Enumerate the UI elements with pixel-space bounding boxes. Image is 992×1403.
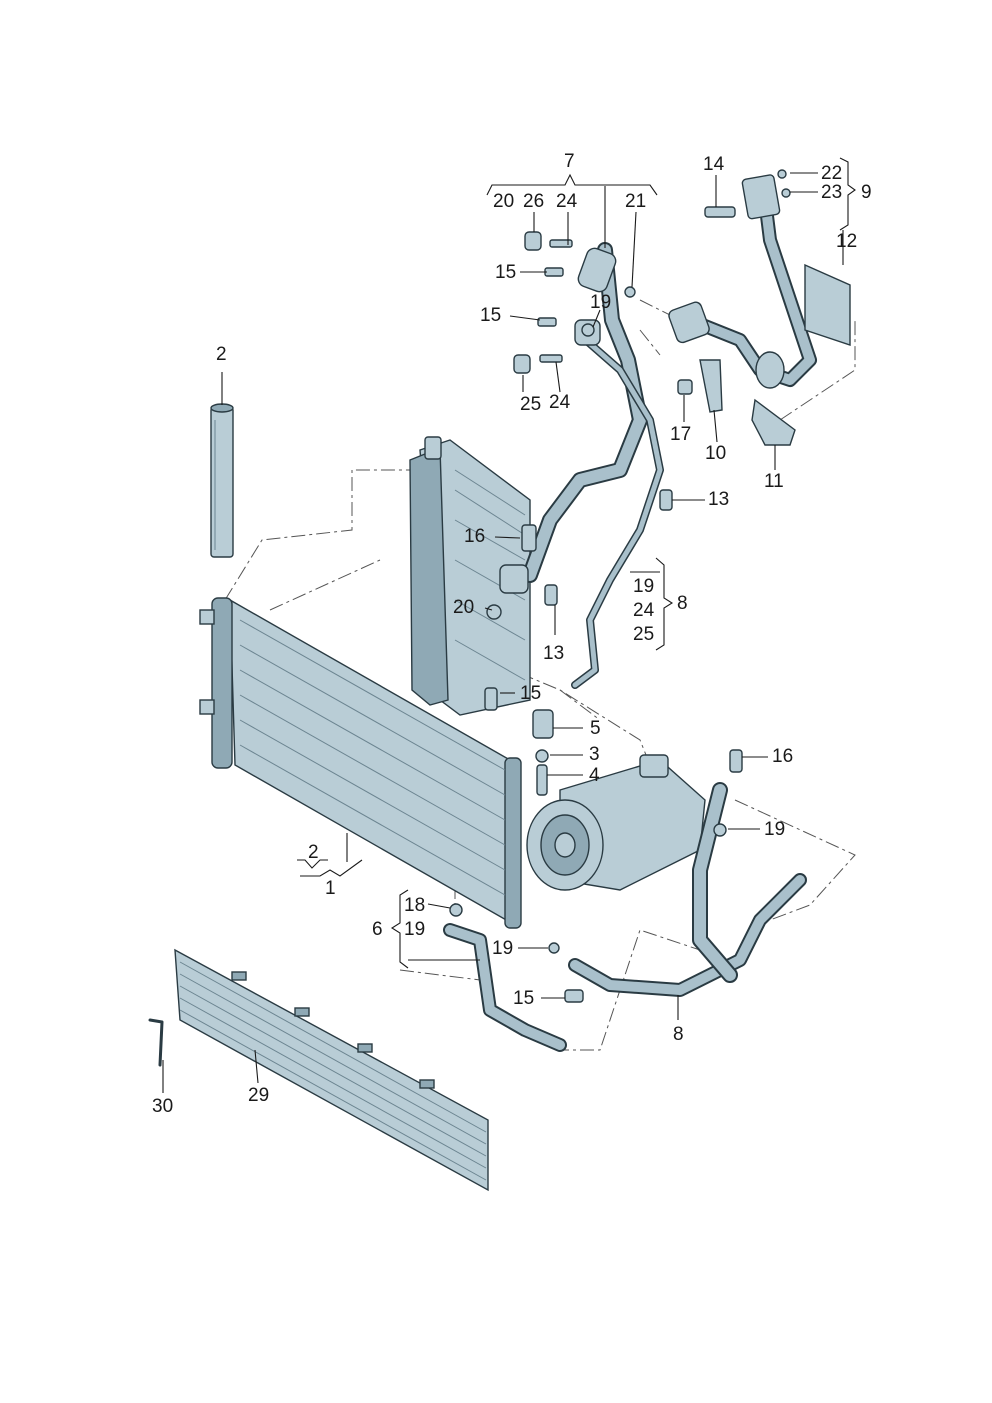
callout-24: 24 (633, 600, 655, 621)
callout-29: 29 (248, 1085, 270, 1106)
receiver-drier (210, 403, 234, 558)
callout-8: 8 (677, 593, 688, 614)
upper-pipes (499, 174, 817, 689)
callout-13: 13 (543, 643, 565, 664)
callout-5: 5 (590, 718, 601, 739)
leader-lines (162, 157, 856, 1093)
callout-1: 1 (325, 878, 336, 899)
condenser (199, 597, 522, 929)
fittings (449, 169, 791, 1003)
callout-11: 11 (764, 471, 784, 492)
lower-cover (148, 948, 489, 1192)
callout-22: 22 (821, 163, 843, 184)
callout-19: 19 (633, 576, 655, 597)
callout-21: 21 (625, 191, 647, 212)
ac-compressor (526, 754, 706, 891)
callout-19: 19 (404, 919, 426, 940)
callout-8: 8 (673, 1024, 684, 1045)
callout-19: 19 (492, 938, 514, 959)
callout-4: 4 (589, 765, 600, 786)
callout-15: 15 (480, 305, 502, 326)
callout-15: 15 (495, 262, 517, 283)
callout-9: 9 (861, 182, 872, 203)
callout-20: 20 (453, 597, 475, 618)
callout-16: 16 (772, 746, 794, 767)
callout-23: 23 (821, 182, 843, 203)
callout-13: 13 (708, 489, 730, 510)
lower-hoses (443, 782, 807, 1052)
callout-15: 15 (513, 988, 535, 1009)
callout-3: 3 (589, 744, 600, 765)
callout-26: 26 (523, 191, 545, 212)
callout-20: 20 (493, 191, 515, 212)
callout-19: 19 (764, 819, 786, 840)
callout-2: 2 (216, 344, 227, 365)
callout-25: 25 (633, 624, 655, 645)
callout-18: 18 (404, 895, 426, 916)
callout-24: 24 (556, 191, 578, 212)
radiator (409, 436, 531, 716)
callout-24: 24 (549, 392, 571, 413)
callout-16: 16 (464, 526, 486, 547)
callout-17: 17 (670, 424, 692, 445)
callout-7: 7 (564, 151, 575, 172)
brackets (699, 263, 851, 446)
callout-12: 12 (836, 231, 858, 252)
callout-6: 6 (372, 919, 383, 940)
callout-14: 14 (703, 154, 725, 175)
callout-15: 15 (520, 683, 542, 704)
callout-30: 30 (152, 1096, 174, 1117)
callout-10: 10 (705, 443, 727, 464)
callout-25: 25 (520, 394, 542, 415)
callout-19: 19 (590, 292, 612, 313)
callout-2: 2 (308, 842, 319, 863)
